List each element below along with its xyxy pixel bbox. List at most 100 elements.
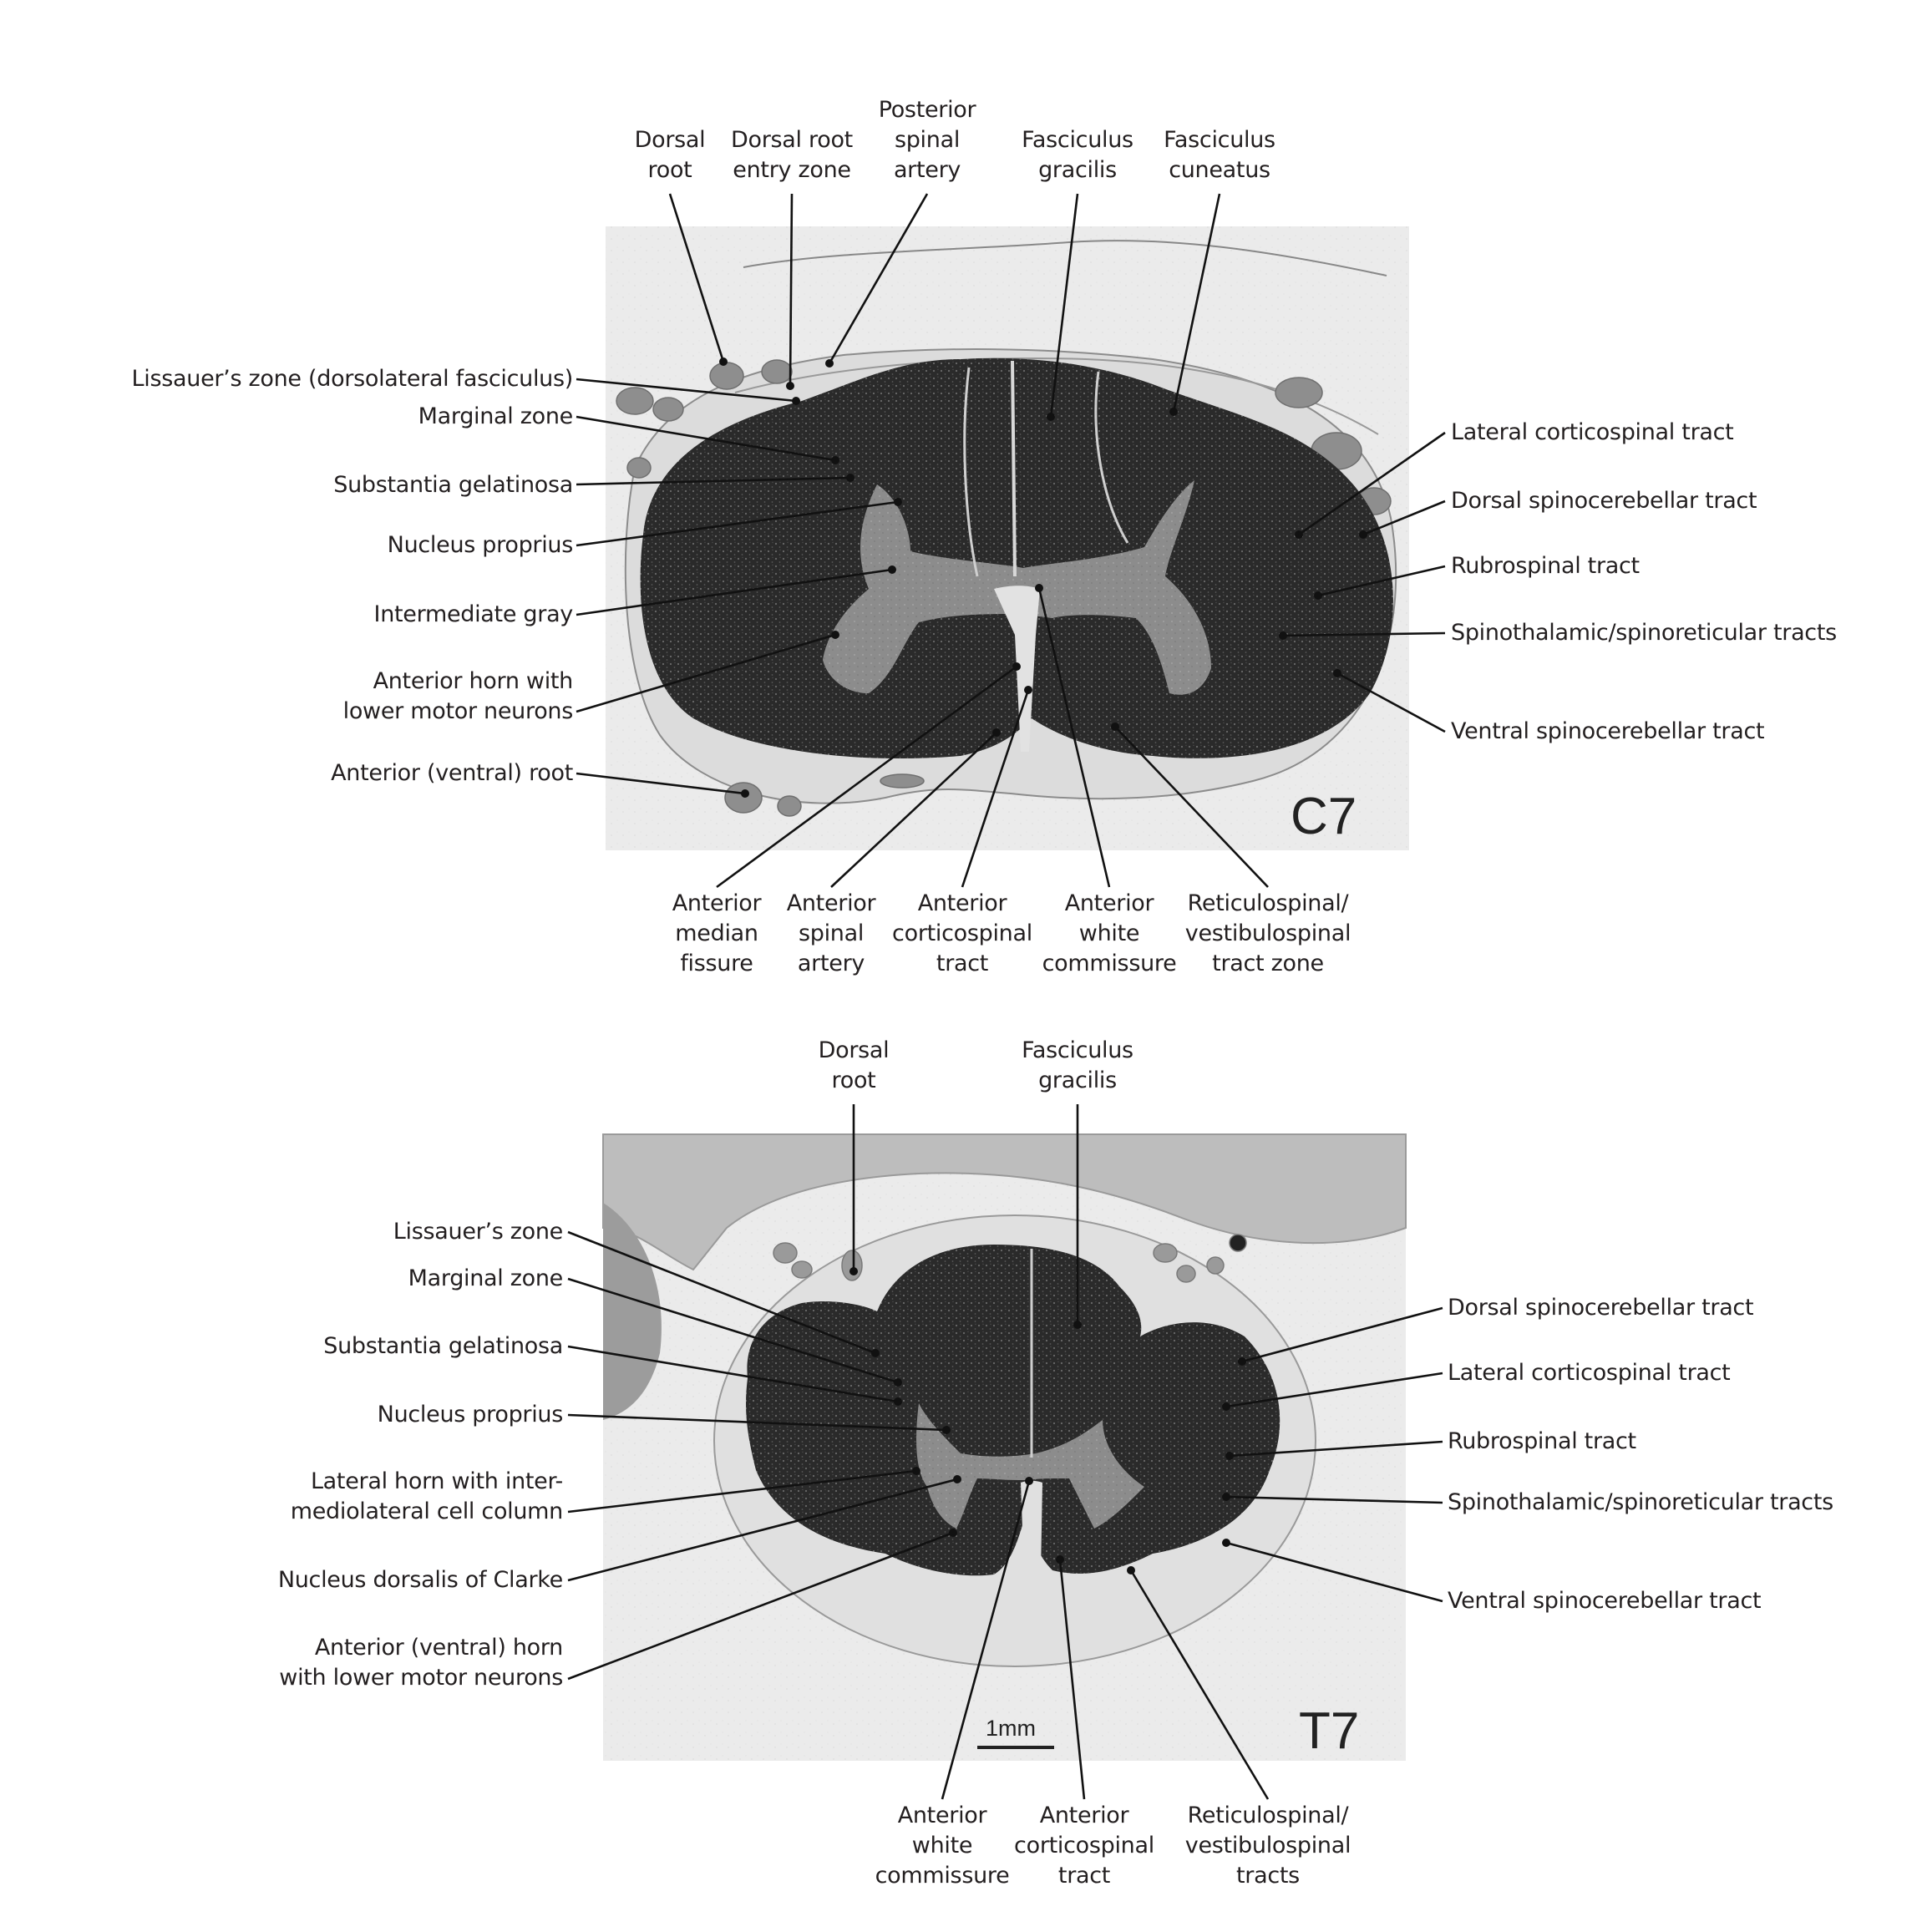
c7-leader-substantia-gelatinosa — [576, 476, 851, 486]
t7-pointer-dot-nucleus-dorsalis-clarke — [953, 1475, 961, 1483]
t7-leader-marginal-zone — [567, 1277, 899, 1384]
c7-root-bundles — [616, 359, 1392, 817]
t7-leader-nucleus-dorsalis-clarke — [567, 1478, 958, 1582]
t7-pointer-dot-anterior-corticospinal — [1056, 1555, 1064, 1564]
c7-leader-dorsal-root-entry-zone — [789, 193, 794, 387]
c7-pointer-dot-lissauers-zone — [792, 397, 800, 405]
c7-leader-lateral-corticospinal — [1298, 431, 1446, 536]
t7-pointer-dot-ventral-spinocerebellar — [1222, 1539, 1230, 1547]
t7-leader-reticulospinal-tracts — [1129, 1569, 1270, 1800]
t7-label-spinothalamic: Spinothalamic/spinoreticular tracts — [1448, 1489, 1833, 1515]
c7-pointer-dot-ventral-spinocerebellar — [1333, 669, 1341, 677]
t7-leader-ventral-spinocerebellar — [1225, 1541, 1443, 1603]
c7-leader-dorsal-spinocerebellar — [1362, 499, 1446, 536]
c7-pointer-dot-fasciculus-gracilis — [1047, 413, 1055, 421]
c7-pointer-dot-anterior-horn — [831, 631, 839, 639]
t7-pointer-dot-spinothalamic — [1222, 1493, 1230, 1501]
c7-leader-reticulospinal-zone — [1114, 726, 1269, 888]
c7-pointer-dot-dorsal-spinocerebellar — [1359, 530, 1367, 539]
c7-leader-anterior-horn — [576, 633, 836, 713]
t7-leader-dorsal-spinocerebellar — [1241, 1306, 1443, 1363]
leader-lines — [567, 193, 1446, 1800]
t7-pointer-dot-rubrospinal — [1225, 1452, 1234, 1460]
c7-leader-marginal-zone — [576, 415, 836, 462]
c7-leader-posterior-spinal-artery — [828, 193, 929, 364]
t7-leader-nucleus-proprius — [567, 1413, 947, 1432]
c7-label-nucleus-proprius: Nucleus proprius — [387, 532, 574, 558]
c7-posterior-median-septum — [1011, 360, 1017, 577]
c7-label-rubrospinal: Rubrospinal tract — [1451, 553, 1640, 579]
c7-pointer-dot-reticulospinal-zone — [1111, 723, 1119, 731]
c7-pointer-dot-fasciculus-cuneatus — [1169, 408, 1178, 416]
c7-leader-anterior-white-commissure — [1037, 587, 1111, 888]
c7-pointer-dot-substantia-gelatinosa — [846, 474, 855, 482]
t7-pointer-dot-dorsal-spinocerebellar — [1238, 1357, 1246, 1366]
c7-label-marginal-zone: Marginal zone — [418, 403, 574, 429]
c7-section-label: C7 — [1291, 788, 1357, 845]
t7-anterior-median-fissure — [1021, 1480, 1042, 1575]
c7-label-substantia-gelatinosa: Substantia gelatinosa — [333, 472, 573, 498]
t7-pointer-dot-dorsal-root — [849, 1267, 858, 1275]
c7-leader-ventral-spinocerebellar — [1336, 672, 1446, 733]
t7-label-substantia-gelatinosa: Substantia gelatinosa — [323, 1333, 563, 1359]
c7-label-dorsal-spinocerebellar: Dorsal spinocerebellar tract — [1451, 488, 1757, 514]
t7-leader-spinothalamic — [1225, 1495, 1443, 1504]
c7-pointer-dot-anterior-white-commissure — [1035, 584, 1043, 592]
c7-label-ventral-spinocerebellar: Ventral spinocerebellar tract — [1451, 718, 1765, 744]
c7-leader-dorsal-root — [668, 193, 725, 363]
c7-pointer-dot-spinothalamic — [1279, 631, 1287, 640]
c7-dura-line — [743, 240, 1387, 276]
t7-label-ventral-spinocerebellar: Ventral spinocerebellar tract — [1448, 1588, 1762, 1614]
t7-white-matter — [746, 1245, 1280, 1576]
c7-pointer-dot-intermediate-gray — [888, 565, 896, 574]
c7-leader-fasciculus-gracilis — [1049, 193, 1079, 418]
c7-leader-intermediate-gray — [576, 568, 893, 616]
t7-pointer-dot-reticulospinal-tracts — [1127, 1566, 1135, 1575]
t7-leader-rubrospinal — [1229, 1440, 1443, 1458]
t7-label-marginal-zone: Marginal zone — [408, 1265, 564, 1291]
t7-label-dorsal-spinocerebellar: Dorsal spinocerebellar tract — [1448, 1295, 1754, 1321]
c7-pointer-dot-posterior-spinal-artery — [825, 359, 834, 368]
t7-pointer-dot-lateral-corticospinal — [1222, 1402, 1230, 1411]
c7-label-anterior-ventral-root: Anterior (ventral) root — [331, 760, 573, 786]
c7-leader-anterior-ventral-root — [576, 772, 746, 795]
leader-dots — [719, 357, 1367, 1575]
t7-pointer-dot-marginal-zone — [894, 1378, 902, 1387]
c7-pointer-dot-marginal-zone — [831, 456, 839, 464]
t7-leader-anterior-white-commissure — [941, 1480, 1031, 1800]
t7-leader-substantia-gelatinosa — [567, 1345, 899, 1403]
c7-leader-anterior-spinal-artery — [830, 732, 997, 888]
t7-pointer-dot-lateral-horn — [912, 1467, 920, 1475]
t7-label-nucleus-proprius: Nucleus proprius — [377, 1402, 564, 1427]
c7-pointer-dot-anterior-ventral-root — [741, 789, 749, 798]
t7-pointer-dot-anterior-white-commissure — [1025, 1477, 1033, 1485]
t7-muscle-band — [602, 1133, 1407, 1271]
t7-scale-bar-text: 1mm — [986, 1716, 1036, 1741]
t7-pointer-dot-lissauers-zone — [871, 1349, 880, 1357]
t7-label-lateral-horn: Lateral horn with inter-mediolateral cel… — [290, 1468, 564, 1524]
c7-leader-fasciculus-cuneatus — [1172, 193, 1221, 413]
c7-leader-lissauers-zone — [576, 378, 797, 403]
t7-leader-anterior-ventral-horn — [567, 1531, 954, 1681]
c7-pointer-dot-anterior-spinal-artery — [992, 728, 1001, 737]
t7-pointer-dot-anterior-ventral-horn — [949, 1529, 957, 1537]
c7-label-spinothalamic: Spinothalamic/spinoreticular tracts — [1451, 620, 1837, 646]
c7-leader-anterior-median-fissure — [716, 665, 1017, 889]
t7-leader-lateral-horn — [567, 1469, 917, 1514]
